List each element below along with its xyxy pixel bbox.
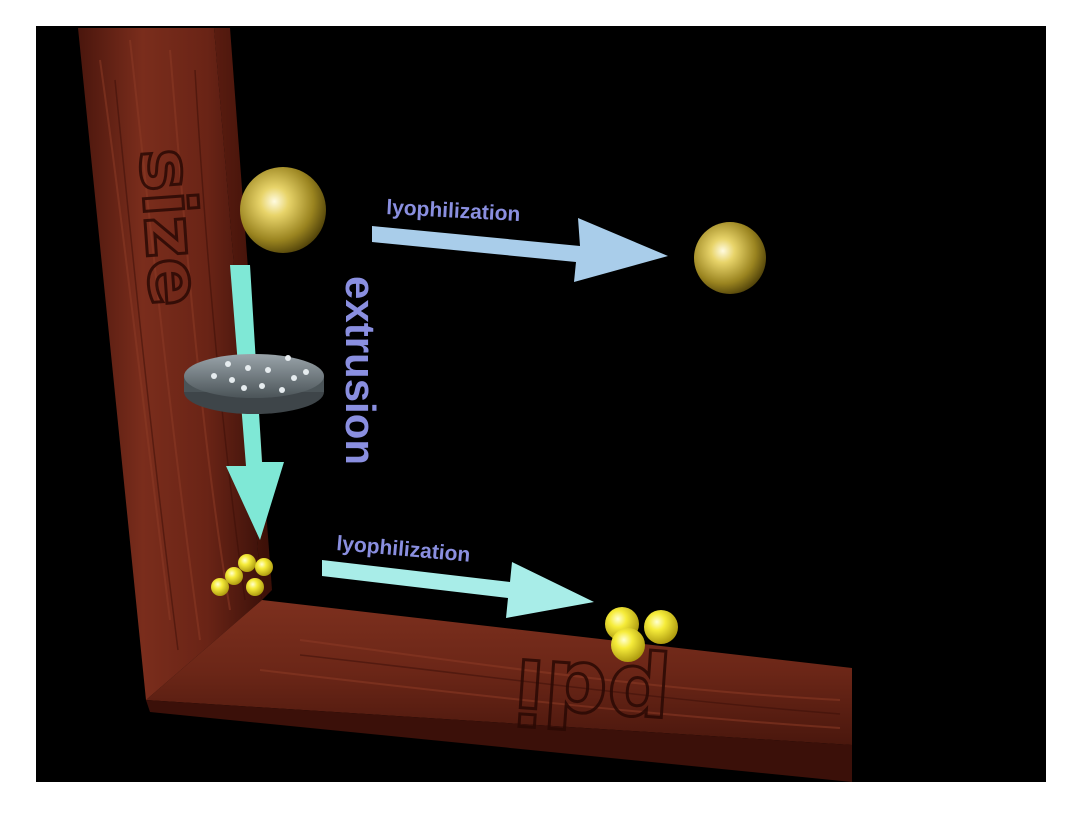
size-axis-label: size <box>123 145 218 309</box>
small-particles-extruded <box>211 554 273 596</box>
large-particle-initial <box>240 167 326 253</box>
lyophilization-arrow-bottom <box>322 560 594 618</box>
horizontal-bar-top <box>146 600 852 745</box>
extrusion-membrane <box>184 354 324 414</box>
pdi-axis-label: pdi <box>511 638 674 752</box>
lyophilization-arrow-top <box>372 218 668 282</box>
large-particle-lyophilized <box>694 222 766 294</box>
vertical-bar-face <box>78 28 262 700</box>
small-particles-lyophilized <box>605 607 678 662</box>
extrusion-label: extrusion <box>337 276 384 465</box>
horizontal-bar-front <box>146 700 852 782</box>
